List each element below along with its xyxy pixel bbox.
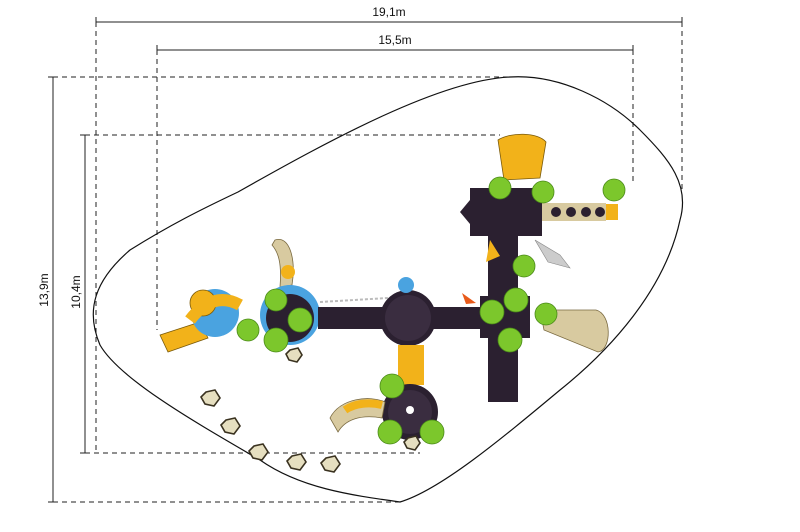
yellow-slide-left <box>159 321 209 353</box>
stepping-stump-icon-group <box>200 347 421 473</box>
tree-canopy-icon <box>512 254 536 278</box>
dimension-platform-width: 15,5m <box>156 33 634 55</box>
tree-canopy-icon <box>531 180 555 204</box>
tree-canopy-icon <box>497 327 523 353</box>
tree-canopy-icon-group <box>236 176 626 445</box>
tree-canopy-icon <box>479 299 505 325</box>
yellow-slide-top <box>497 133 547 181</box>
dashed-extents <box>53 22 683 503</box>
tree-canopy-icon <box>379 373 405 399</box>
tree-canopy-icon <box>419 419 445 445</box>
tree-canopy-icon <box>236 318 260 342</box>
tree-canopy-icon <box>534 302 558 326</box>
stepping-stump-icon <box>248 443 269 461</box>
stepping-stump-icon <box>286 453 307 471</box>
beige-slide-top-left <box>271 239 294 288</box>
stepping-stump-icon <box>220 417 241 435</box>
stepping-stump-icon <box>320 455 341 473</box>
tree-canopy-icon <box>377 419 403 445</box>
left-bridge <box>318 307 388 329</box>
tree-canopy-icon <box>602 178 626 202</box>
tree-canopy-icon <box>488 176 512 200</box>
stepping-stump-icon <box>403 435 421 451</box>
right-bridge <box>432 307 482 329</box>
overall-depth-label: 13,9m <box>37 273 51 306</box>
tree-canopy-icon <box>287 307 313 333</box>
platform-width-label: 15,5m <box>378 33 411 47</box>
beige-slide-right <box>539 309 609 353</box>
dimension-overall-width: 19,1m <box>95 5 683 27</box>
safety-zone-boundary <box>92 76 684 503</box>
dimension-overall-depth: 13,9m <box>37 76 58 503</box>
tree-canopy-icon <box>264 288 288 312</box>
dimension-platform-depth: 10,4m <box>69 134 90 454</box>
stepping-stump-icon <box>285 347 303 363</box>
platform-depth-label: 10,4m <box>69 275 83 308</box>
stepping-stump-icon <box>200 389 221 407</box>
tree-canopy-icon <box>263 327 289 353</box>
overall-width-label: 19,1m <box>372 5 405 19</box>
lower-chute <box>398 345 424 385</box>
tree-canopy-icon <box>503 287 529 313</box>
